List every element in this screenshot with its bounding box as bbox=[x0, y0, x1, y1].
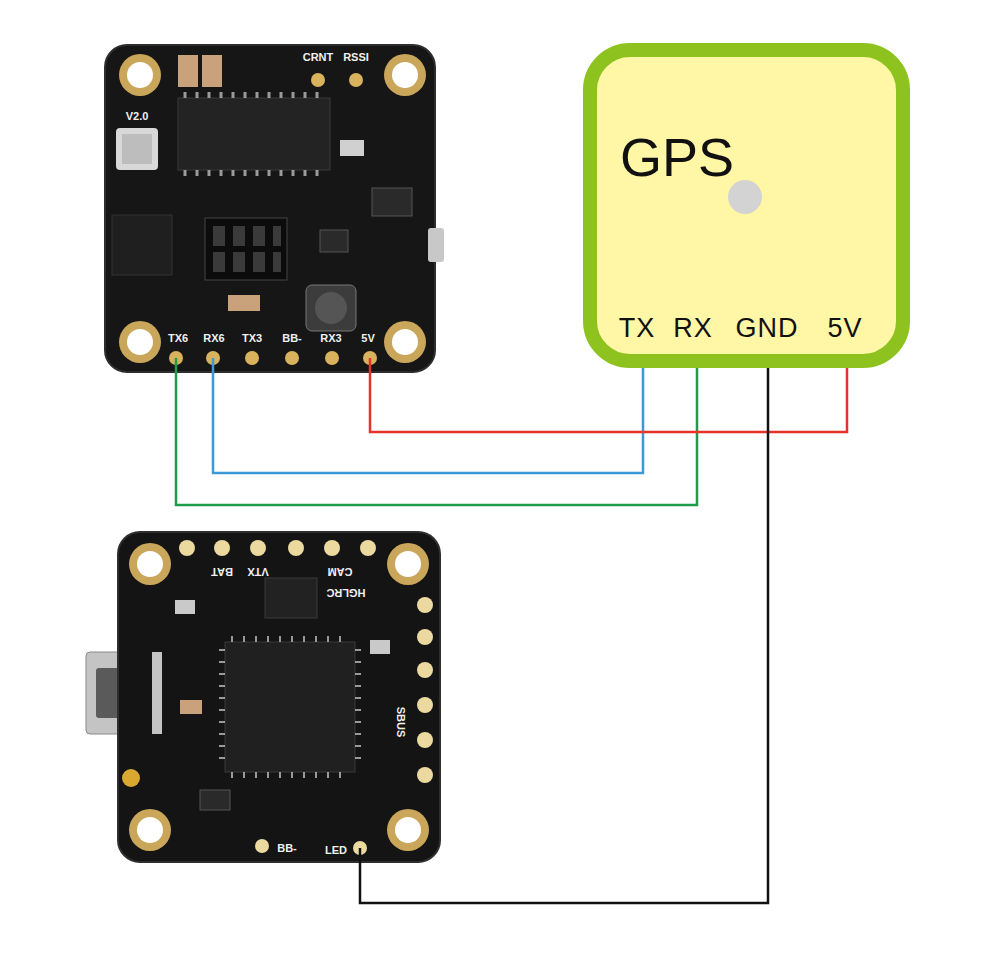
gps-module-box: GPS TX RX GND 5V bbox=[583, 43, 910, 368]
pin-name: GND bbox=[736, 315, 799, 342]
silkscreen-label: RX6 bbox=[203, 333, 224, 344]
wire bbox=[213, 368, 643, 473]
pin-name: TX bbox=[619, 315, 656, 342]
silkscreen-label: RX3 bbox=[320, 333, 341, 344]
module-title: GPS bbox=[620, 130, 734, 184]
silkscreen-label: TX3 bbox=[242, 333, 262, 344]
silkscreen-label: SBUS bbox=[395, 707, 406, 738]
silkscreen-label: BAT bbox=[211, 566, 233, 577]
flight-controller-board: BAT VTX CAM HGLRC SBUS BB- LED bbox=[118, 532, 440, 862]
silkscreen-label: VTX bbox=[247, 566, 268, 577]
silkscreen-label: CAM bbox=[327, 566, 352, 577]
flight-controller-board bbox=[105, 45, 444, 372]
silkscreen-label: BB- bbox=[277, 843, 297, 854]
wire bbox=[360, 368, 768, 903]
wire bbox=[370, 368, 847, 432]
silkscreen-label: CRNT bbox=[303, 52, 334, 63]
flight-controller-board bbox=[86, 532, 440, 862]
silkscreen-label: TX6 bbox=[168, 333, 188, 344]
flight-controller-board: CRNT RSSI V2.0TX6 RX6 TX3 BB- RX3 5V bbox=[105, 45, 435, 372]
gps-module bbox=[590, 50, 903, 361]
silkscreen-label: V2.0 bbox=[126, 111, 149, 122]
silkscreen-label: 5V bbox=[361, 333, 374, 344]
silkscreen-label: RSSI bbox=[343, 52, 369, 63]
pin-name: 5V bbox=[827, 315, 862, 342]
silkscreen-label: HGLRC bbox=[326, 587, 365, 598]
wire bbox=[176, 368, 697, 505]
silkscreen-label: BB- bbox=[282, 333, 302, 344]
pin-name: RX bbox=[673, 315, 713, 342]
silkscreen-label: LED bbox=[325, 845, 347, 856]
